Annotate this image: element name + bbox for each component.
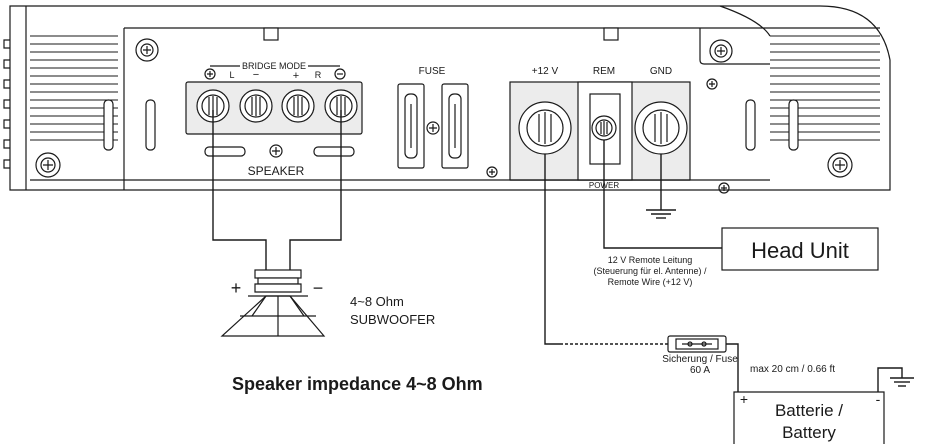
speaker-wires	[212, 110, 342, 270]
left-heatsink	[3, 5, 156, 191]
bridge-mode-label: BRIDGE MODE	[242, 61, 306, 71]
amplifier	[3, 5, 891, 194]
small-screw-right	[706, 78, 718, 90]
speaker-terminal-4	[324, 89, 358, 123]
fuse-label: FUSE	[419, 66, 446, 77]
battery-wire	[544, 154, 739, 392]
inline-fuse-rating: 60 A	[690, 365, 710, 376]
right-heatsink	[745, 35, 880, 151]
plus12v-terminal	[518, 101, 572, 155]
battery-label-2: Battery	[782, 423, 836, 442]
remote-wire	[603, 140, 722, 249]
rem-terminal	[591, 115, 617, 141]
impedance-caption: Speaker impedance 4~8 Ohm	[232, 374, 483, 394]
speaker-terminal-block: BRIDGE MODE L − + R	[185, 61, 363, 178]
battery: + - Batterie / Battery	[733, 367, 914, 444]
right-channel-label: R	[315, 70, 322, 80]
battery-distance: max 20 cm / 0.66 ft	[750, 364, 835, 375]
subwoofer-impedance: 4~8 Ohm	[350, 294, 404, 309]
speaker-terminal-3	[281, 89, 315, 123]
subwoofer-label: SUBWOOFER	[350, 312, 435, 327]
screw-top-right	[709, 39, 733, 63]
small-screw-mid	[486, 166, 498, 178]
speaker-screw-icon	[269, 144, 283, 158]
battery-minus: -	[876, 391, 881, 407]
gnd-label: GND	[650, 66, 672, 77]
remote-note-line-2: (Steuerung für el. Antenne) /	[593, 266, 707, 276]
left-channel-label: L	[229, 70, 234, 80]
remote-note-line-3: Remote Wire (+12 V)	[608, 277, 693, 287]
gnd-terminal	[634, 101, 688, 155]
subwoofer-plus: +	[231, 278, 242, 298]
power-terminal-block: +12 V REM GND POWER	[509, 66, 691, 219]
speaker-terminal-2	[239, 89, 273, 123]
fuse-block: FUSE	[397, 66, 469, 169]
left-minus-label: −	[253, 69, 259, 81]
inline-fuse-label: Sicherung / Fuse	[662, 354, 738, 365]
speaker-terminal-1	[196, 89, 230, 123]
ground-icon	[646, 154, 676, 219]
screw-bottom-right	[827, 152, 853, 178]
screw-bottom-left	[35, 152, 61, 178]
subwoofer-minus: −	[313, 278, 324, 298]
speaker-label: SPEAKER	[248, 164, 305, 178]
head-unit-label: Head Unit	[751, 238, 849, 263]
plus12v-label: +12 V	[532, 66, 559, 77]
screw-top-left	[135, 38, 159, 62]
bridge-plus-icon	[204, 68, 216, 80]
bridge-minus-icon	[334, 68, 346, 80]
small-screw-right-bottom	[718, 182, 730, 194]
head-unit: Head Unit	[721, 227, 879, 271]
right-plus-label: +	[293, 70, 299, 82]
remote-note-line-1: 12 V Remote Leitung	[608, 255, 693, 265]
subwoofer: + −	[220, 269, 326, 337]
battery-label-1: Batterie /	[775, 401, 843, 420]
fuse-screw-icon	[426, 121, 440, 135]
rem-label: REM	[593, 66, 615, 77]
inline-fuse	[667, 335, 727, 353]
battery-plus: +	[740, 391, 748, 407]
battery-ground-icon	[890, 377, 914, 387]
